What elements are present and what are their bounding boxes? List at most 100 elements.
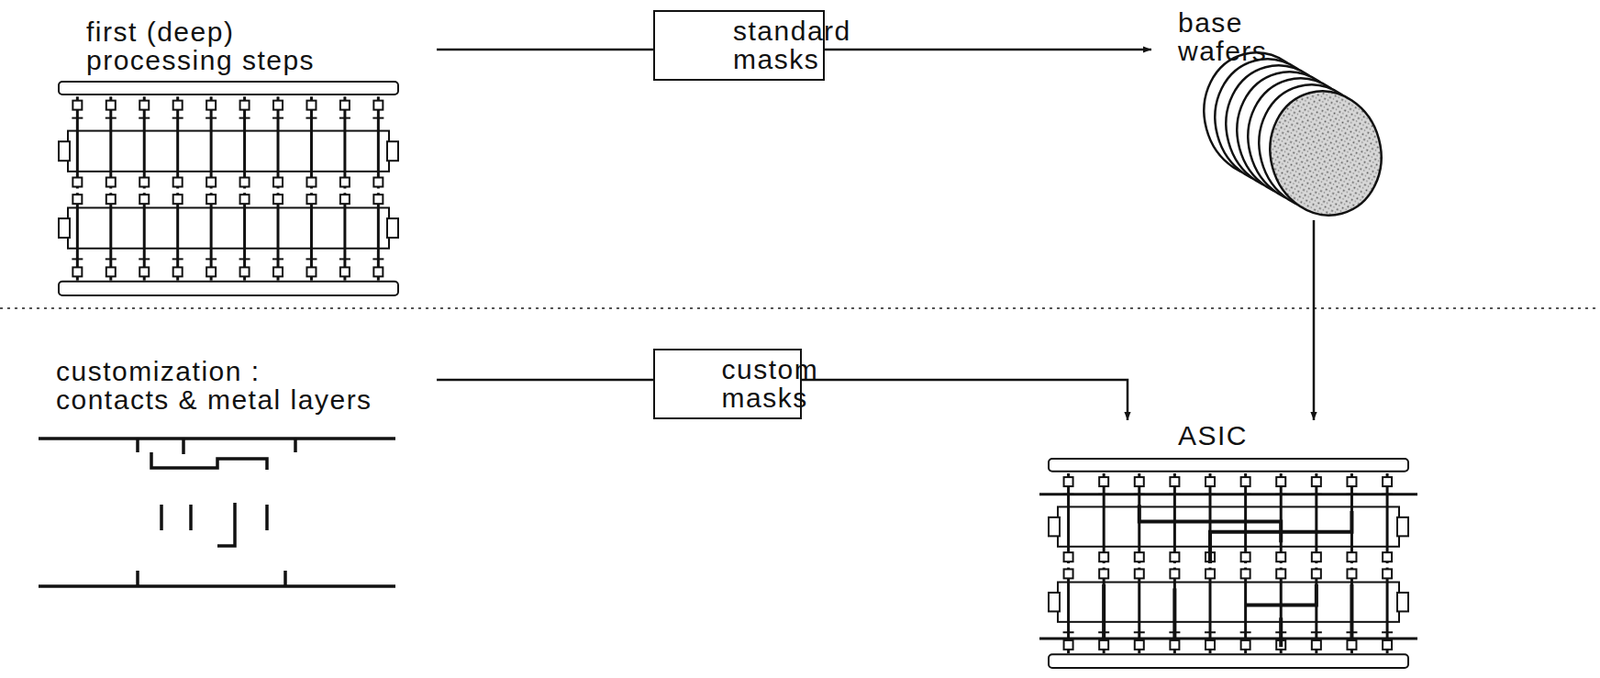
array-stroke bbox=[1205, 640, 1215, 650]
wafer bbox=[1255, 78, 1395, 228]
figure-panel: ASIC bbox=[1045, 420, 1413, 673]
flow-arrow bbox=[824, 48, 1152, 52]
array-stroke bbox=[306, 100, 316, 111]
array-stroke bbox=[58, 218, 70, 238]
array-stroke bbox=[72, 100, 82, 111]
array-stroke bbox=[105, 257, 117, 260]
array-stroke bbox=[1382, 552, 1392, 562]
figure-panel: first (deep) processing steps bbox=[55, 12, 437, 300]
figure-panel: base wafers bbox=[1151, 7, 1404, 221]
array-stroke bbox=[71, 117, 83, 120]
array-stroke bbox=[58, 281, 399, 296]
metal-layer-figure bbox=[38, 438, 396, 587]
array-stroke bbox=[1276, 477, 1286, 487]
array-stroke bbox=[139, 266, 149, 277]
array-stroke bbox=[206, 194, 216, 204]
array-stroke bbox=[1048, 458, 1409, 472]
array-stroke bbox=[172, 117, 184, 120]
array-stroke bbox=[172, 257, 184, 260]
metal-stroke bbox=[159, 504, 164, 531]
array-stroke bbox=[205, 257, 217, 260]
array-stroke bbox=[239, 257, 251, 260]
array-stroke bbox=[239, 117, 251, 120]
array-stroke bbox=[1204, 631, 1216, 634]
array-stroke bbox=[340, 100, 350, 111]
flow-arrow bbox=[436, 378, 654, 382]
array-stroke bbox=[373, 266, 383, 277]
gate-array-figure bbox=[58, 81, 399, 296]
array-stroke bbox=[273, 177, 283, 188]
metal-stroke bbox=[217, 502, 235, 546]
array-stroke bbox=[106, 177, 116, 188]
array-stroke bbox=[105, 117, 117, 120]
array-stroke bbox=[1134, 640, 1145, 650]
array-stroke bbox=[71, 257, 83, 260]
array-stroke bbox=[1134, 477, 1145, 487]
array-stroke bbox=[1346, 477, 1356, 487]
array-stroke bbox=[340, 177, 350, 188]
array-stroke bbox=[240, 194, 250, 204]
array-stroke bbox=[1169, 640, 1179, 650]
array-stroke bbox=[173, 100, 183, 111]
array-stroke bbox=[67, 131, 389, 172]
separator-line bbox=[0, 307, 1600, 310]
array-stroke bbox=[173, 194, 183, 204]
array-stroke bbox=[272, 257, 284, 260]
array-stroke bbox=[1063, 631, 1075, 634]
array-stroke bbox=[173, 177, 183, 188]
array-stroke bbox=[305, 117, 317, 120]
array-stroke bbox=[340, 266, 350, 277]
array-stroke bbox=[1276, 552, 1286, 562]
metal-stroke bbox=[38, 436, 396, 441]
panel-heading: ASIC bbox=[1177, 422, 1190, 451]
array-stroke bbox=[306, 266, 316, 277]
array-stroke bbox=[1397, 517, 1409, 537]
array-stroke bbox=[72, 266, 82, 277]
array-stroke bbox=[273, 194, 283, 204]
array-stroke bbox=[373, 177, 383, 188]
array-stroke bbox=[139, 177, 149, 188]
custom-wire bbox=[1245, 584, 1317, 606]
array-stroke bbox=[1311, 631, 1323, 634]
flow-arrow bbox=[801, 379, 1128, 421]
array-stroke bbox=[1134, 552, 1145, 562]
array-stroke bbox=[1169, 568, 1179, 578]
custom-wire bbox=[1172, 588, 1177, 639]
array-stroke bbox=[206, 266, 216, 277]
array-stroke bbox=[1064, 568, 1074, 578]
array-stroke bbox=[206, 177, 216, 188]
array-stroke bbox=[387, 218, 399, 238]
metal-stroke bbox=[135, 438, 140, 453]
mask-box: standard masks bbox=[653, 10, 825, 81]
panel-heading: customization : contacts & metal layers bbox=[55, 357, 375, 414]
array-stroke bbox=[138, 257, 150, 260]
array-stroke bbox=[1240, 631, 1252, 634]
array-stroke bbox=[1241, 477, 1251, 487]
array-stroke bbox=[1099, 552, 1109, 562]
array-stroke bbox=[1099, 477, 1109, 487]
array-stroke bbox=[1346, 568, 1356, 578]
array-stroke bbox=[273, 100, 283, 111]
array-stroke bbox=[373, 100, 383, 111]
array-stroke bbox=[340, 194, 350, 204]
metal-stroke bbox=[293, 438, 298, 453]
custom-wire bbox=[1210, 511, 1352, 564]
array-stroke bbox=[139, 100, 149, 111]
panel-heading: first (deep) processing steps bbox=[86, 18, 318, 75]
array-stroke bbox=[1311, 640, 1322, 650]
array-stroke bbox=[1205, 477, 1215, 487]
array-stroke bbox=[138, 117, 150, 120]
array-stroke bbox=[1099, 568, 1109, 578]
array-stroke bbox=[306, 194, 316, 204]
array-stroke bbox=[139, 194, 149, 204]
array-stroke bbox=[387, 141, 399, 161]
array-stroke bbox=[1397, 592, 1409, 612]
array-stroke bbox=[339, 257, 351, 260]
custom-wire bbox=[1101, 584, 1106, 639]
array-stroke bbox=[372, 117, 384, 120]
array-stroke bbox=[1057, 506, 1400, 546]
array-stroke bbox=[1382, 568, 1392, 578]
array-stroke bbox=[1241, 640, 1251, 650]
array-stroke bbox=[106, 100, 116, 111]
